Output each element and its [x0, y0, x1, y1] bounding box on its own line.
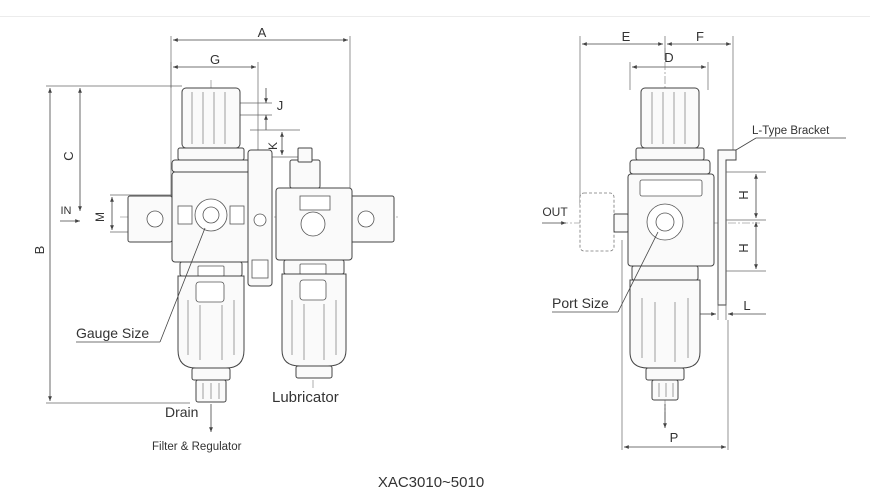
gauge-size-label: Gauge Size	[76, 325, 149, 341]
dimension-l-label: L	[743, 298, 750, 313]
dimension-k-label: K	[266, 142, 280, 150]
in-label: IN	[61, 205, 72, 217]
dimension-h-upper-label: H	[736, 190, 751, 199]
lubricator-label: Lubricator	[272, 389, 339, 406]
dimension-p-label: P	[670, 430, 679, 445]
right-view: E F D	[542, 29, 846, 450]
dimension-a-label: A	[258, 25, 267, 40]
left-view: A G B C M J K IN	[32, 25, 400, 453]
dimension-d-label: D	[664, 50, 673, 65]
dimension-e-label: E	[622, 29, 631, 44]
dimension-f-label: F	[696, 29, 704, 44]
top-divider	[0, 16, 870, 17]
right-regulator-knob	[640, 87, 700, 149]
dimension-j-label: J	[277, 98, 284, 113]
out-label: OUT	[542, 205, 568, 219]
lubricator-cap	[289, 159, 321, 189]
regulator-knob	[181, 87, 241, 149]
l-type-bracket-label: L-Type Bracket	[752, 125, 830, 137]
gauge-outline	[579, 192, 615, 252]
model-caption: XAC3010~5010	[378, 474, 484, 491]
dimension-b-label: B	[32, 246, 47, 255]
drain-label: Drain	[165, 404, 198, 420]
dimension-c-label: C	[61, 151, 76, 160]
dimension-h-lower-label: H	[736, 243, 751, 252]
port-size-label: Port Size	[552, 295, 609, 311]
filter-regulator-label: Filter & Regulator	[152, 441, 242, 453]
l-type-bracket	[717, 149, 737, 306]
dimension-m-label: M	[93, 212, 107, 222]
dimension-g-label: G	[210, 52, 220, 67]
right-bowl	[629, 279, 701, 369]
